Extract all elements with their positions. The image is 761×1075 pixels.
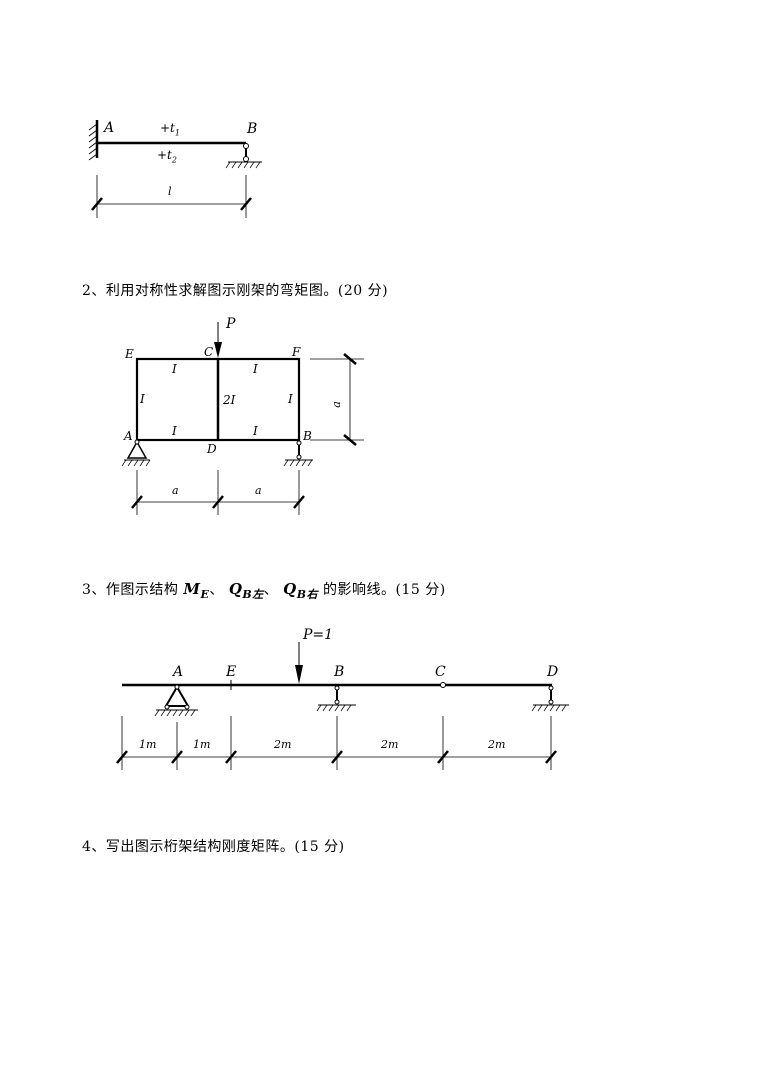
fig3-dim-2: 1m <box>193 738 211 751</box>
fig1-span-label: l <box>168 185 172 198</box>
fig3-node-d: D <box>547 664 559 680</box>
fig3-node-a: A <box>173 664 184 680</box>
fig3-node-c: C <box>435 664 446 680</box>
q3-q-right-symbol: Q <box>283 580 297 598</box>
q3-sep-1: 、 <box>209 582 229 598</box>
fig2-stiff-bot-left: I <box>172 424 177 438</box>
fig2-stiff-bot-right: I <box>253 424 258 438</box>
fig2-stiff-mid: 2I <box>223 393 236 407</box>
fig1-temp-bottom-main: +t <box>157 148 172 162</box>
fig2-stiff-left: I <box>140 392 145 406</box>
fig1-temp-bottom: +t2 <box>157 148 177 164</box>
fig2-dim-left: a <box>172 484 179 497</box>
question-3: 3、作图示结构 ME、 QB左、 QB右 的影响线。(15 分) <box>82 579 446 602</box>
fig3-load-p: P=1 <box>303 627 334 643</box>
q3-q-right-sub: B右 <box>296 587 319 601</box>
fig1-temp-top-sub: 1 <box>174 128 180 138</box>
q3-prefix: 3、作图示结构 <box>82 582 184 598</box>
fig2-node-a: A <box>124 429 133 443</box>
fig2-node-e: E <box>125 347 134 361</box>
fig3-node-b: B <box>334 664 345 680</box>
fig2-node-d: D <box>207 442 217 456</box>
fig2-node-f: F <box>292 345 301 359</box>
q3-sep-2: 、 <box>263 582 284 598</box>
fig3-dim-5: 2m <box>488 738 506 751</box>
fig2-node-c: C <box>204 345 214 359</box>
fig2-stiff-top-left: I <box>172 362 177 376</box>
fig3-dim-1: 1m <box>139 738 157 751</box>
fig1-temp-top-main: +t <box>160 121 175 135</box>
fig3-dim-3: 2m <box>274 738 292 751</box>
q3-q-left-sub: B左 <box>242 587 264 601</box>
question-2: 2、利用对称性求解图示刚架的弯矩图。(20 分) <box>82 283 389 299</box>
fig1-label-b: B <box>247 121 258 137</box>
question-4: 4、写出图示桁架结构刚度矩阵。(15 分) <box>82 839 345 855</box>
fig1-label-a: A <box>104 120 115 136</box>
fig2-load-p: P <box>226 316 236 332</box>
fig3-node-e: E <box>226 664 237 680</box>
q3-m-sub: E <box>200 587 210 601</box>
fig3-dim-4: 2m <box>381 738 399 751</box>
fig2-stiff-right: I <box>288 392 293 406</box>
fig2-dim-right: a <box>255 484 262 497</box>
q3-suffix: 的影响线。(15 分) <box>318 582 446 598</box>
fig2-node-b: B <box>303 429 312 443</box>
q3-m-symbol: M <box>183 580 201 598</box>
q3-q-left-symbol: Q <box>228 580 243 598</box>
fig2-dim-height: a <box>329 401 343 408</box>
fig2-stiff-top-right: I <box>253 362 258 376</box>
fig1-temp-top: +t1 <box>160 121 180 137</box>
fig1-temp-bottom-sub: 2 <box>171 155 177 165</box>
